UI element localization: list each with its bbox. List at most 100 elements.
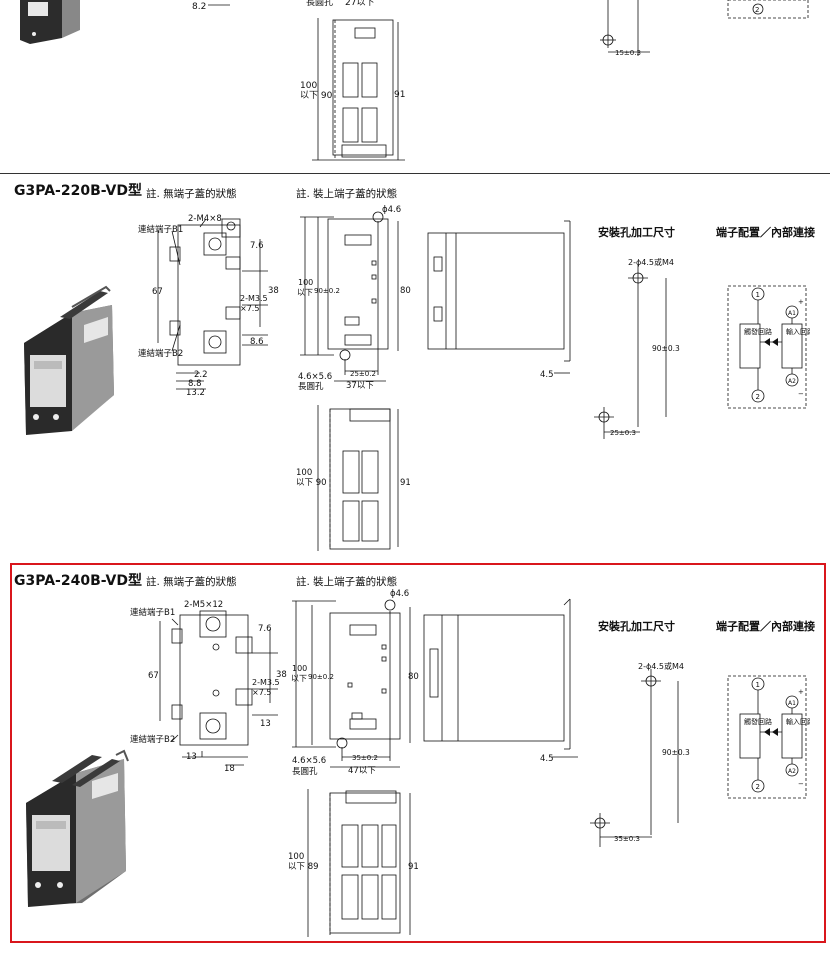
svg-text:2-M3.5: 2-M3.5 (240, 294, 268, 303)
svg-text:−: − (798, 390, 804, 398)
svg-text:38: 38 (268, 286, 279, 296)
terminal-diagram-1: 1 2 A1 A2 + − 觸發回路 輸入回路 (724, 282, 814, 412)
svg-text:2-M5×12: 2-M5×12 (184, 600, 223, 610)
svg-text:2: 2 (756, 393, 760, 401)
svg-text:100: 100 (292, 664, 307, 673)
svg-text:13: 13 (186, 752, 197, 762)
svg-text:觸發回路: 觸發回路 (744, 717, 772, 726)
section-2-mount-title: 安裝孔加工尺寸 (598, 620, 675, 633)
svg-text:2.2: 2.2 (194, 370, 208, 380)
cover-view (307, 789, 411, 937)
svg-text:37以下: 37以下 (346, 381, 374, 391)
svg-text:7.6: 7.6 (250, 241, 264, 251)
dim-8-2: 8.2 (192, 2, 206, 12)
b2-label: 連結端子B2 (130, 734, 175, 745)
highlight-frame (10, 563, 826, 943)
svg-text:90±0.2: 90±0.2 (308, 673, 334, 681)
svg-text:90±0.2: 90±0.2 (314, 287, 340, 295)
svg-text:35±0.3: 35±0.3 (614, 835, 640, 843)
svg-text:8.8: 8.8 (188, 379, 202, 389)
svg-text:−: − (798, 780, 804, 788)
cover-view-fragment (312, 18, 405, 161)
svg-text:A2: A2 (788, 378, 796, 385)
section-1-note-no-cover: 註. 無端子蓋的狀態 (146, 188, 237, 200)
section-2-note-no-cover: 註. 無端子蓋的狀態 (146, 576, 237, 588)
svg-text:4.6×5.6: 4.6×5.6 (298, 372, 332, 382)
svg-text:以下 90: 以下 90 (300, 91, 333, 101)
section-1-svg: 連結端子B1 2-M4×8 7.6 38 2-M3.5 ×7.5 8.6 67 … (24, 205, 680, 551)
svg-text:+: + (798, 298, 804, 306)
svg-text:67: 67 (152, 287, 163, 297)
svg-text:ϕ4.6: ϕ4.6 (382, 205, 401, 215)
svg-text:×7.5: ×7.5 (240, 304, 259, 313)
side-view-no-cover (159, 610, 278, 766)
section-2-model-title: G3PA-240B-VD型 (14, 573, 142, 589)
svg-text:觸發回路: 觸發回路 (744, 327, 772, 336)
svg-text:100: 100 (288, 852, 304, 862)
svg-text:1: 1 (756, 291, 760, 299)
terminal-diagram-2: 1 2 A1 A2 + − 觸發回路 輸入回路 (724, 672, 814, 802)
svg-text:7.6: 7.6 (258, 624, 272, 634)
section-divider (0, 173, 830, 174)
side-view-no-cover (157, 218, 268, 390)
mount-hole-drawing (594, 265, 667, 439)
section-1-drawings: 連結端子B1 2-M4×8 7.6 38 2-M3.5 ×7.5 8.6 67 … (0, 195, 830, 560)
svg-text:80: 80 (400, 286, 411, 296)
svg-text:90±0.3: 90±0.3 (652, 344, 680, 353)
svg-text:以下 90: 以下 90 (296, 478, 327, 488)
svg-text:長圓孔: 長圓孔 (292, 767, 318, 777)
svg-text:91: 91 (408, 862, 419, 872)
svg-text:2-M3.5: 2-M3.5 (252, 678, 280, 687)
svg-text:90±0.3: 90±0.3 (662, 748, 690, 757)
svg-text:A1: A1 (788, 700, 796, 707)
section-1-model-title: G3PA-220B-VD型 (14, 183, 142, 199)
svg-text:A2: A2 (788, 768, 796, 775)
svg-text:2-ϕ4.5或M4: 2-ϕ4.5或M4 (638, 661, 684, 671)
svg-text:38: 38 (276, 670, 287, 680)
svg-text:+: + (798, 688, 804, 696)
cover-view (317, 405, 399, 551)
svg-text:4.5: 4.5 (540, 754, 554, 764)
section-2-svg: 連結端子B1 2-M5×12 7.6 38 2-M3.5 ×7.5 13 67 … (26, 589, 690, 937)
front-view (292, 599, 411, 768)
svg-text:4.6×5.6: 4.6×5.6 (292, 756, 326, 766)
b1-label: 連結端子B1 (130, 607, 175, 618)
svg-text:2: 2 (755, 6, 759, 14)
product-photo-fragment (20, 0, 80, 44)
b2-label: 連結端子B2 (138, 348, 183, 359)
svg-text:以下: 以下 (297, 288, 313, 297)
top-fragment: 8.2 長圓孔 27以下 100 以下 90 91 15±0.3 2 (0, 0, 830, 170)
svg-text:輸入回路: 輸入回路 (786, 717, 810, 726)
mount-hole-drawing (590, 669, 679, 847)
section-2-terminal-title: 端子配置／內部連接 (716, 620, 815, 633)
top-fragment-drawing: 8.2 長圓孔 27以下 100 以下 90 91 15±0.3 2 (20, 0, 809, 161)
section-1-terminal-title: 端子配置／內部連接 (716, 226, 815, 239)
front-view (300, 211, 399, 382)
svg-text:35±0.2: 35±0.2 (352, 754, 378, 762)
section-2-drawings: 連結端子B1 2-M5×12 7.6 38 2-M3.5 ×7.5 13 67 … (12, 585, 824, 941)
svg-text:18: 18 (224, 764, 235, 774)
svg-text:80: 80 (408, 672, 419, 682)
section-1-note-with-cover: 註. 裝上端子蓋的狀態 (296, 188, 398, 200)
svg-text:67: 67 (148, 671, 159, 681)
svg-text:2: 2 (756, 783, 760, 791)
section-1-mount-title: 安裝孔加工尺寸 (598, 226, 675, 239)
svg-text:100: 100 (300, 81, 317, 91)
right-side-view (423, 598, 578, 758)
svg-text:8.6: 8.6 (250, 337, 264, 347)
svg-text:以下 89: 以下 89 (288, 862, 319, 872)
svg-text:47以下: 47以下 (348, 766, 376, 776)
right-side-view (427, 220, 571, 374)
svg-text:輸入回路: 輸入回路 (786, 327, 810, 336)
svg-text:13.2: 13.2 (186, 388, 205, 398)
svg-text:100: 100 (296, 468, 312, 478)
svg-text:以下: 以下 (291, 674, 307, 683)
product-photo (24, 285, 114, 435)
svg-text:2-ϕ4.5或M4: 2-ϕ4.5或M4 (628, 257, 674, 267)
svg-text:25±0.3: 25±0.3 (610, 429, 636, 437)
svg-text:×7.5: ×7.5 (252, 688, 271, 697)
svg-text:A1: A1 (788, 310, 796, 317)
svg-text:1: 1 (756, 681, 760, 689)
svg-text:27以下: 27以下 (345, 0, 374, 8)
section-2-note-with-cover: 註. 裝上端子蓋的狀態 (296, 576, 398, 588)
